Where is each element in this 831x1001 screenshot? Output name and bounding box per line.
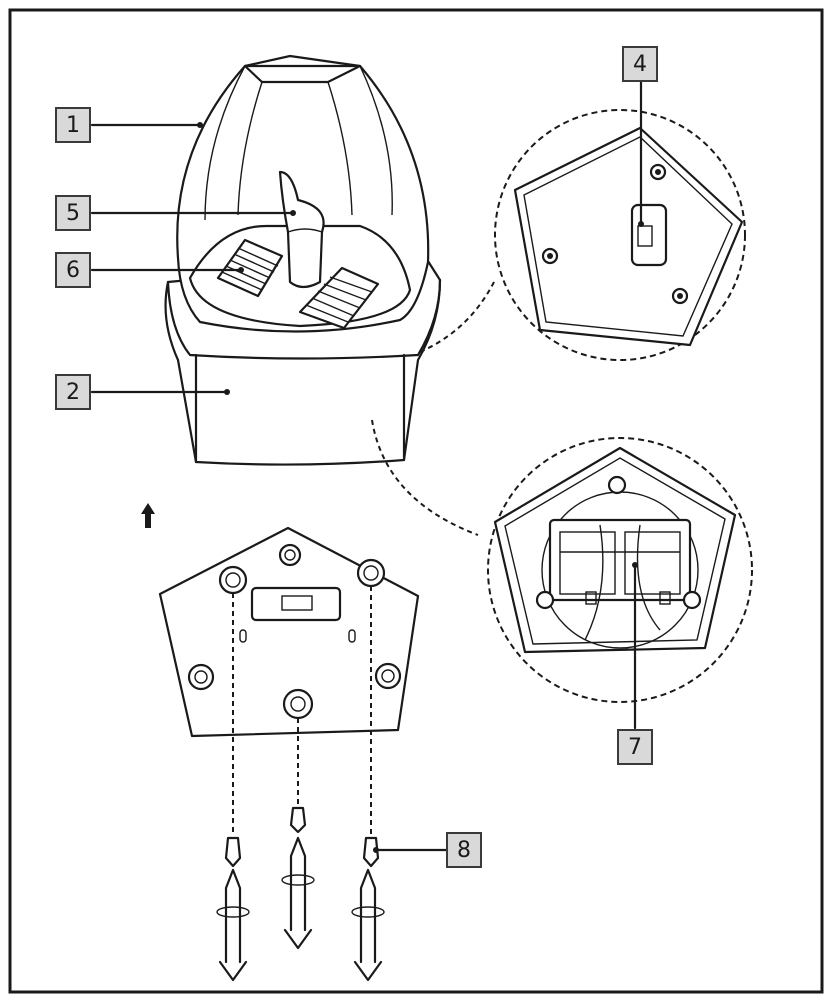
bottom-plate: [158, 526, 420, 835]
base-top-edge: [166, 278, 442, 360]
detail-switch: [419, 79, 746, 361]
up-arrow: [141, 503, 155, 528]
main-unit: [90, 54, 442, 466]
callout-5: 5: [55, 195, 91, 231]
callout-1: 1: [55, 107, 91, 143]
screws: [224, 806, 448, 868]
callout-4: 4: [622, 46, 658, 82]
solar-panel-right: [298, 266, 380, 330]
inner-platform: [188, 224, 412, 328]
dome-top-facet: [243, 54, 362, 84]
callout-6: 6: [55, 252, 91, 288]
clear-dome: [176, 64, 430, 333]
callout-7: 7: [617, 729, 653, 765]
callout-8: 8: [446, 832, 482, 868]
callout-2: 2: [55, 374, 91, 410]
detail-battery: [371, 419, 753, 730]
outer-border: [8, 8, 824, 994]
ground-stakes: [216, 836, 385, 982]
